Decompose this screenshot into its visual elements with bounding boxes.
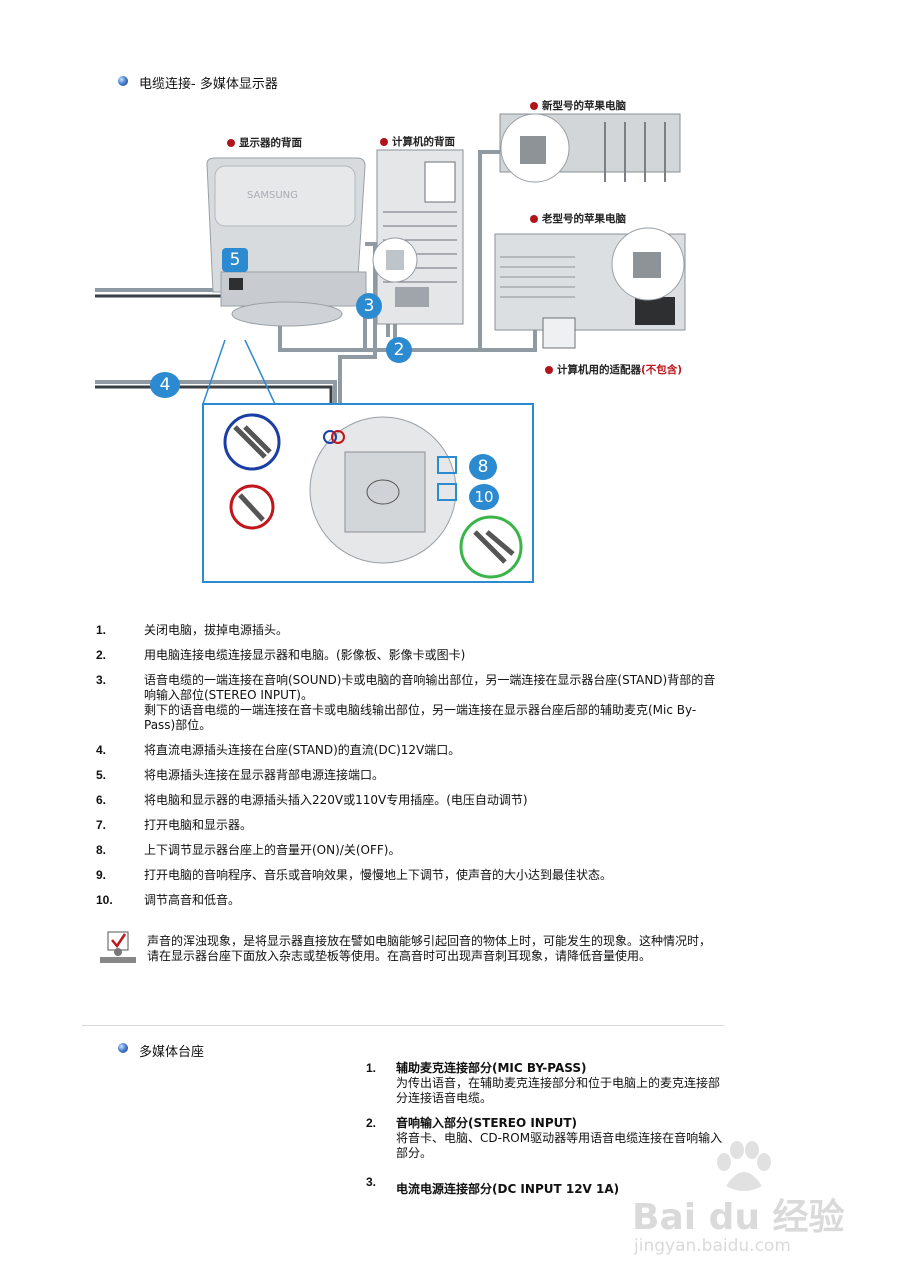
list-item: 6.将电脑和显示器的电源插头插入220V或110V专用插座。(电压自动调节) — [96, 793, 528, 807]
watermark-brand: Bai du 经验 — [632, 1197, 845, 1238]
red-dot-icon — [227, 139, 235, 147]
brand-text: SAMSUNG — [247, 190, 298, 201]
callout-10: 10 — [469, 484, 499, 510]
parts-list: 1.辅助麦克连接部分(MIC BY-PASS)为传出语音，在辅助麦克连接部分和位… — [366, 1061, 726, 1207]
section-bullet-icon — [118, 76, 128, 86]
list-item: 7.打开电脑和显示器。 — [96, 818, 253, 832]
watermark-url: jingyan.baidu.com — [634, 1236, 791, 1256]
list-item: 9.打开电脑的音响程序、音乐或音响效果，慢慢地上下调节，使声音的大小达到最佳状态… — [96, 868, 613, 882]
baidu-watermark: Bai du 经验 jingyan.baidu.com — [632, 1140, 852, 1270]
list-item: 1.辅助麦克连接部分(MIC BY-PASS)为传出语音，在辅助麦克连接部分和位… — [366, 1061, 721, 1105]
label-computer-back: 计算机的背面 — [380, 134, 455, 149]
red-dot-icon — [530, 215, 538, 223]
steps-list: 1.关闭电脑，拔掉电源插头。 2.用电脑连接电缆连接显示器和电脑。(影像板、影像… — [96, 623, 726, 918]
callout-8: 8 — [469, 454, 497, 480]
old-mac-illustration — [494, 227, 686, 349]
list-item: 2.用电脑连接电缆连接显示器和电脑。(影像板、影像卡或图卡) — [96, 648, 466, 662]
label-new-mac: 新型号的苹果电脑 — [530, 98, 626, 113]
red-dot-icon — [530, 102, 538, 110]
note-checklist-icon — [100, 931, 136, 963]
section-title: 多媒体台座 — [139, 1045, 205, 1060]
list-item: 1.关闭电脑，拔掉电源插头。 — [96, 623, 289, 637]
list-item: 4.将直流电源插头连接在台座(STAND)的直流(DC)12V端口。 — [96, 743, 461, 757]
section-divider — [82, 1025, 724, 1026]
monitor-back-illustration: SAMSUNG — [206, 157, 367, 327]
list-item: 5.将电源插头连接在显示器背部电源连接端口。 — [96, 768, 385, 782]
list-item: 2.音响输入部分(STEREO INPUT)将音卡、电脑、CD-ROM驱动器等用… — [366, 1116, 723, 1160]
list-item: 8.上下调节显示器台座上的音量开(ON)/关(OFF)。 — [96, 843, 401, 857]
section-title: 电缆连接- 多媒体显示器 — [139, 77, 278, 92]
red-dot-icon — [545, 366, 553, 374]
red-dot-icon — [380, 138, 388, 146]
paw-logo-icon — [717, 1141, 771, 1191]
callout-4: 4 — [150, 372, 180, 398]
list-item: 10.调节高音和低音。 — [96, 893, 241, 907]
label-monitor-back: 显示器的背面 — [227, 135, 302, 150]
callout-5: 5 — [222, 248, 248, 272]
label-old-mac: 老型号的苹果电脑 — [530, 211, 626, 226]
note-text: 声音的浑浊现象，是将显示器直接放在譬如电脑能够引起回音的物体上时，可能发生的现象… — [147, 934, 712, 963]
callout-2: 2 — [386, 337, 412, 363]
section-bullet-icon — [118, 1043, 128, 1053]
list-item: 3.语音电缆的一端连接在音响(SOUND)卡或电脑的音响输出部位，另一端连接在显… — [96, 673, 716, 732]
label-adapter: 计算机用的适配器(不包含) — [545, 362, 682, 377]
new-mac-illustration — [499, 113, 681, 183]
callout-3: 3 — [356, 293, 382, 319]
computer-tower-illustration — [372, 149, 464, 325]
list-item: 3.电流电源连接部分(DC INPUT 12V 1A) — [366, 1175, 620, 1196]
